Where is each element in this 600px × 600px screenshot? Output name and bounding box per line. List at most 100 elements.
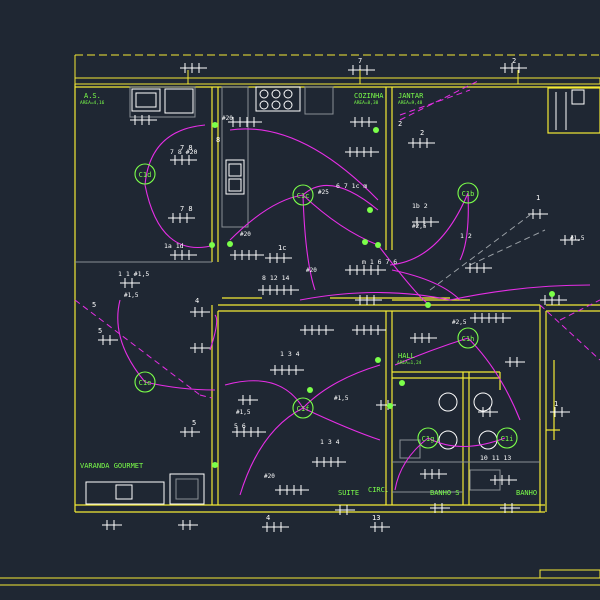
room-labels: A.S. AREA=4,16 COZINHA AREA=8,38 JANTAR … — [80, 92, 537, 497]
wiring-tick-symbol — [170, 250, 197, 260]
annotation: 8 12 14 — [262, 274, 289, 282]
wiring-tick-symbol — [265, 253, 292, 263]
wire-gauge-label: #20 — [264, 473, 275, 480]
outlet-icon — [212, 122, 218, 128]
wiring-tick-symbol — [275, 485, 309, 495]
varanda-sink-icon — [85, 481, 165, 505]
wiring-tick-symbol — [98, 335, 118, 345]
wire-gauge-label: #2,5 — [412, 223, 427, 230]
annotation: 5 6 — [234, 422, 246, 430]
annotation: 1 3 4 — [320, 438, 340, 446]
device-symbols — [98, 63, 580, 532]
outlet-icon — [212, 462, 218, 468]
circuit-c1e: C1e — [134, 371, 156, 393]
wiring-tick-symbol — [335, 505, 355, 515]
room-as-name: A.S. — [84, 92, 101, 100]
circuit-label: 5 — [92, 301, 96, 309]
wiring-tick-symbol — [560, 235, 580, 245]
wiring-tick-symbol — [190, 343, 210, 353]
wiring-tick-symbol — [528, 209, 548, 219]
circuit-label: 2 — [512, 57, 516, 65]
circuit-c1b: C1b — [457, 182, 479, 204]
wiring-tick-symbol — [190, 307, 210, 317]
circuit-markers: C1d C1b C1c C1e C1f C1h C1g C1i — [134, 163, 518, 449]
outlet-icon — [375, 242, 381, 248]
circuit-label: 4 — [195, 297, 199, 305]
annotation: 6 7 1c m — [336, 182, 367, 190]
wiring-tick-symbol — [262, 522, 289, 532]
wiring-tick-symbol — [410, 333, 437, 343]
wiring-tick-symbol — [550, 407, 570, 417]
circuit-c1g: C1g — [417, 427, 439, 449]
wiring-tick-symbol — [478, 407, 498, 417]
wiring-tick-symbol — [228, 117, 262, 127]
wiring-tick-symbol — [238, 395, 258, 405]
wiring-tick-symbol — [312, 457, 346, 467]
wiring-tick-symbol — [258, 285, 299, 295]
wiring-tick-symbol — [345, 147, 379, 157]
structural-lines — [75, 86, 540, 493]
outlet-icon — [387, 403, 393, 409]
walls — [74, 84, 600, 513]
dashed-conduits — [74, 79, 600, 399]
room-hall-name: HALL — [398, 352, 415, 360]
circuit-label: 5 — [98, 327, 102, 335]
room-hall-area: AREA=1,24 — [397, 360, 422, 366]
outlet-icon — [375, 357, 381, 363]
circuit-label: 7 — [358, 57, 362, 65]
wiring-tick-symbol — [180, 63, 207, 73]
annotation: 10 11 13 — [480, 454, 511, 462]
circuit-c1e-label: C1e — [139, 379, 152, 387]
circuit-c1f-label: C1f — [297, 405, 310, 413]
room-varanda-name: VARANDA GOURMET — [80, 462, 144, 470]
annotations: 7 8 #20 1a 1d 1 1 #1,5 6 7 1c m 1b 2 m 1… — [118, 148, 511, 462]
wiring-tick-symbol — [120, 278, 140, 288]
wiring-tick-symbol — [300, 325, 334, 335]
wiring-tick-symbol — [430, 503, 450, 513]
wiring-tick-symbol — [505, 357, 525, 367]
outlet-icon — [399, 380, 405, 386]
circuit-c1f: C1f — [292, 397, 314, 419]
wiring-tick-symbol — [465, 263, 492, 273]
room-banho-s-name: BANHO S — [430, 489, 460, 497]
room-banho-name: BANHO — [516, 489, 537, 497]
annotation: 1a 1d — [164, 242, 184, 250]
circuit-label: 1 — [536, 194, 540, 202]
room-cozinha-name: COZINHA — [354, 92, 384, 100]
circuit-c1g-label: C1g — [422, 435, 435, 443]
wiring-tick-symbol — [470, 313, 511, 323]
wiring-tick-symbol — [270, 365, 304, 375]
wiring-tick-symbol — [352, 325, 386, 335]
circuit-label: 4 — [266, 514, 270, 522]
room-cozinha-area: AREA=8,38 — [354, 100, 379, 106]
circuit-c1d-label: C1d — [139, 171, 152, 179]
annotation: 1 1 #1,5 — [118, 270, 149, 278]
wiring-tick-symbol — [408, 138, 435, 148]
wiring-tick-symbol — [355, 295, 382, 305]
circuit-label: 8 — [216, 136, 220, 144]
circuit-c1h: C1h — [457, 327, 479, 349]
circuit-c1b-label: C1b — [462, 190, 475, 198]
wire-gauge-label: #20 — [240, 231, 251, 238]
circuit-number-labels: 7 2 7 8 7 8 1c 5 5 5 4 4 8 1 1 13 2 2 — [92, 57, 558, 522]
wire-gauge-label: #1,5 — [236, 409, 251, 416]
laundry-sink-icon — [131, 88, 161, 112]
wire-gauge-label: #1,5 — [334, 395, 349, 402]
wiring-tick-symbol — [180, 427, 200, 437]
outlet-icon — [373, 127, 379, 133]
outlet-icon — [367, 207, 373, 213]
circuit-c1d: C1d — [134, 163, 156, 185]
circuit-label: 1c — [278, 244, 286, 252]
circuit-c1i-label: C1i — [501, 435, 514, 443]
wiring-tick-symbol — [230, 250, 264, 260]
circuit-c1c: C1c — [292, 184, 314, 206]
outlet-icon — [209, 242, 215, 248]
wiring-tick-symbol — [370, 522, 390, 532]
outlet-icon — [227, 241, 233, 247]
circuit-label: 7 8 — [180, 144, 193, 152]
wire-gauge-label: #1,5 — [124, 292, 139, 299]
circuit-label: 13 — [372, 514, 380, 522]
wiring-tick-symbol — [412, 217, 439, 227]
